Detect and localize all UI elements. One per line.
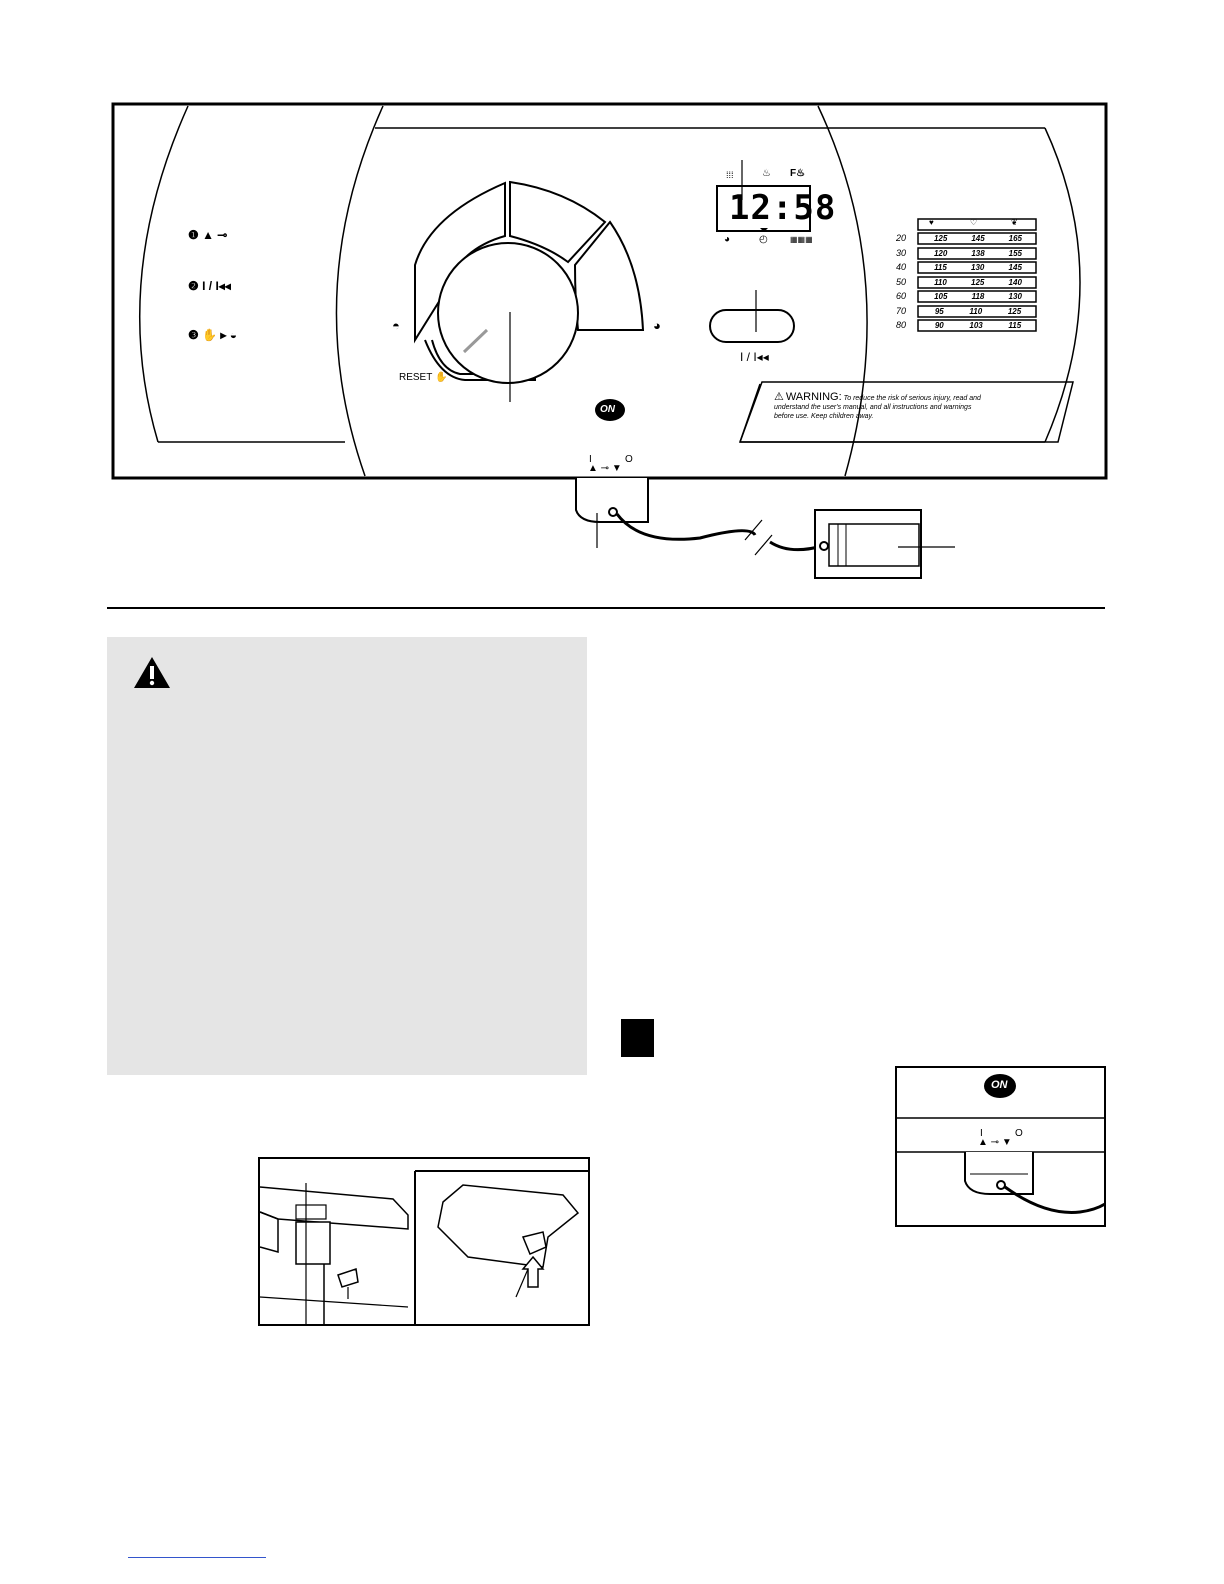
warning-triangle-icon: ⚠ [774,391,784,403]
circled-three-hand-arrow-turtle-icon: ❸ ✋ ▸ ◒ [188,328,237,342]
warning-triangle-icon [134,657,170,688]
circled-one-incline-up-key-icon: ❶ ▲ ⊸ [188,228,228,242]
age-label: 70 [896,305,907,316]
reset-label: RESET ✋ [399,372,448,383]
dots-indicator-icon: ⁞⁞⁞ [726,170,734,180]
warning-text-3: before use. Keep children away. [774,413,874,420]
step-number-box [621,1019,654,1057]
start-button-label: I / I◂◂ [740,350,769,364]
heart-target-icon: ❦ [1011,218,1018,227]
hand-icon: ✋ [434,372,448,383]
warning-box [107,637,587,1075]
assembly-diagram [258,1157,590,1326]
age-label: 30 [896,247,907,258]
quick-key-2-label: I / I◂◂ [202,279,231,293]
quick-key-2: ❷ I / I◂◂ [188,279,231,293]
footer-link[interactable] [128,1557,266,1558]
detail-key-legend-off: O [1015,1128,1023,1139]
heart-filled-icon: ♥ [929,218,934,227]
circled-two-icon: ❷ [188,279,199,293]
warning-label: ⚠ WARNING: To reduce the risk of serious… [774,391,1044,421]
console-diagram [111,102,1108,579]
detail-key-legend-on: I [980,1128,983,1139]
key-detail-diagram [895,1066,1106,1227]
heart-outline-icon: ♡ [970,218,978,227]
hare-icon: ◕ [653,318,661,333]
detail-on-label: ON [991,1079,1008,1091]
quick-key-1: ❶ ▲ ⊸ [188,228,227,242]
age-label: 40 [896,262,907,272]
heart-rate-ages: 20 30 40 50 60 70 80 [896,233,906,335]
age-label: 80 [896,320,907,330]
turtle-icon: ◓ [392,318,400,333]
fat-burn-icon: ♨ [762,168,771,179]
detail-up-key-icon: ▲ ⊸ ▼ [978,1137,1012,1148]
fitness-burn-icon: F♨ [790,168,806,179]
warning-text-2: understand the user's manual, and all in… [774,404,972,411]
warning-title: WARNING: [785,391,842,403]
distance-indicator-icon: ▦▦▦ [790,235,813,244]
age-label: 50 [896,276,907,287]
warning-text-1: To reduce the risk of serious injury, re… [843,395,981,402]
age-label: 20 [896,233,907,243]
speed-indicator-icon: ◕ [724,234,731,245]
section-divider [107,607,1105,609]
key-legend-on: I [589,454,592,465]
on-button[interactable]: ON [600,404,615,415]
up-key-icon: ▲ ⊸ ▼ [588,463,622,474]
quick-key-3: ❸ ✋ ▸ ◒ [188,328,237,342]
time-indicator-icon: ◴ [759,234,768,245]
key-legend-off: O [625,454,633,465]
display-time: 12:58 [729,188,837,228]
age-label: 60 [896,291,907,301]
